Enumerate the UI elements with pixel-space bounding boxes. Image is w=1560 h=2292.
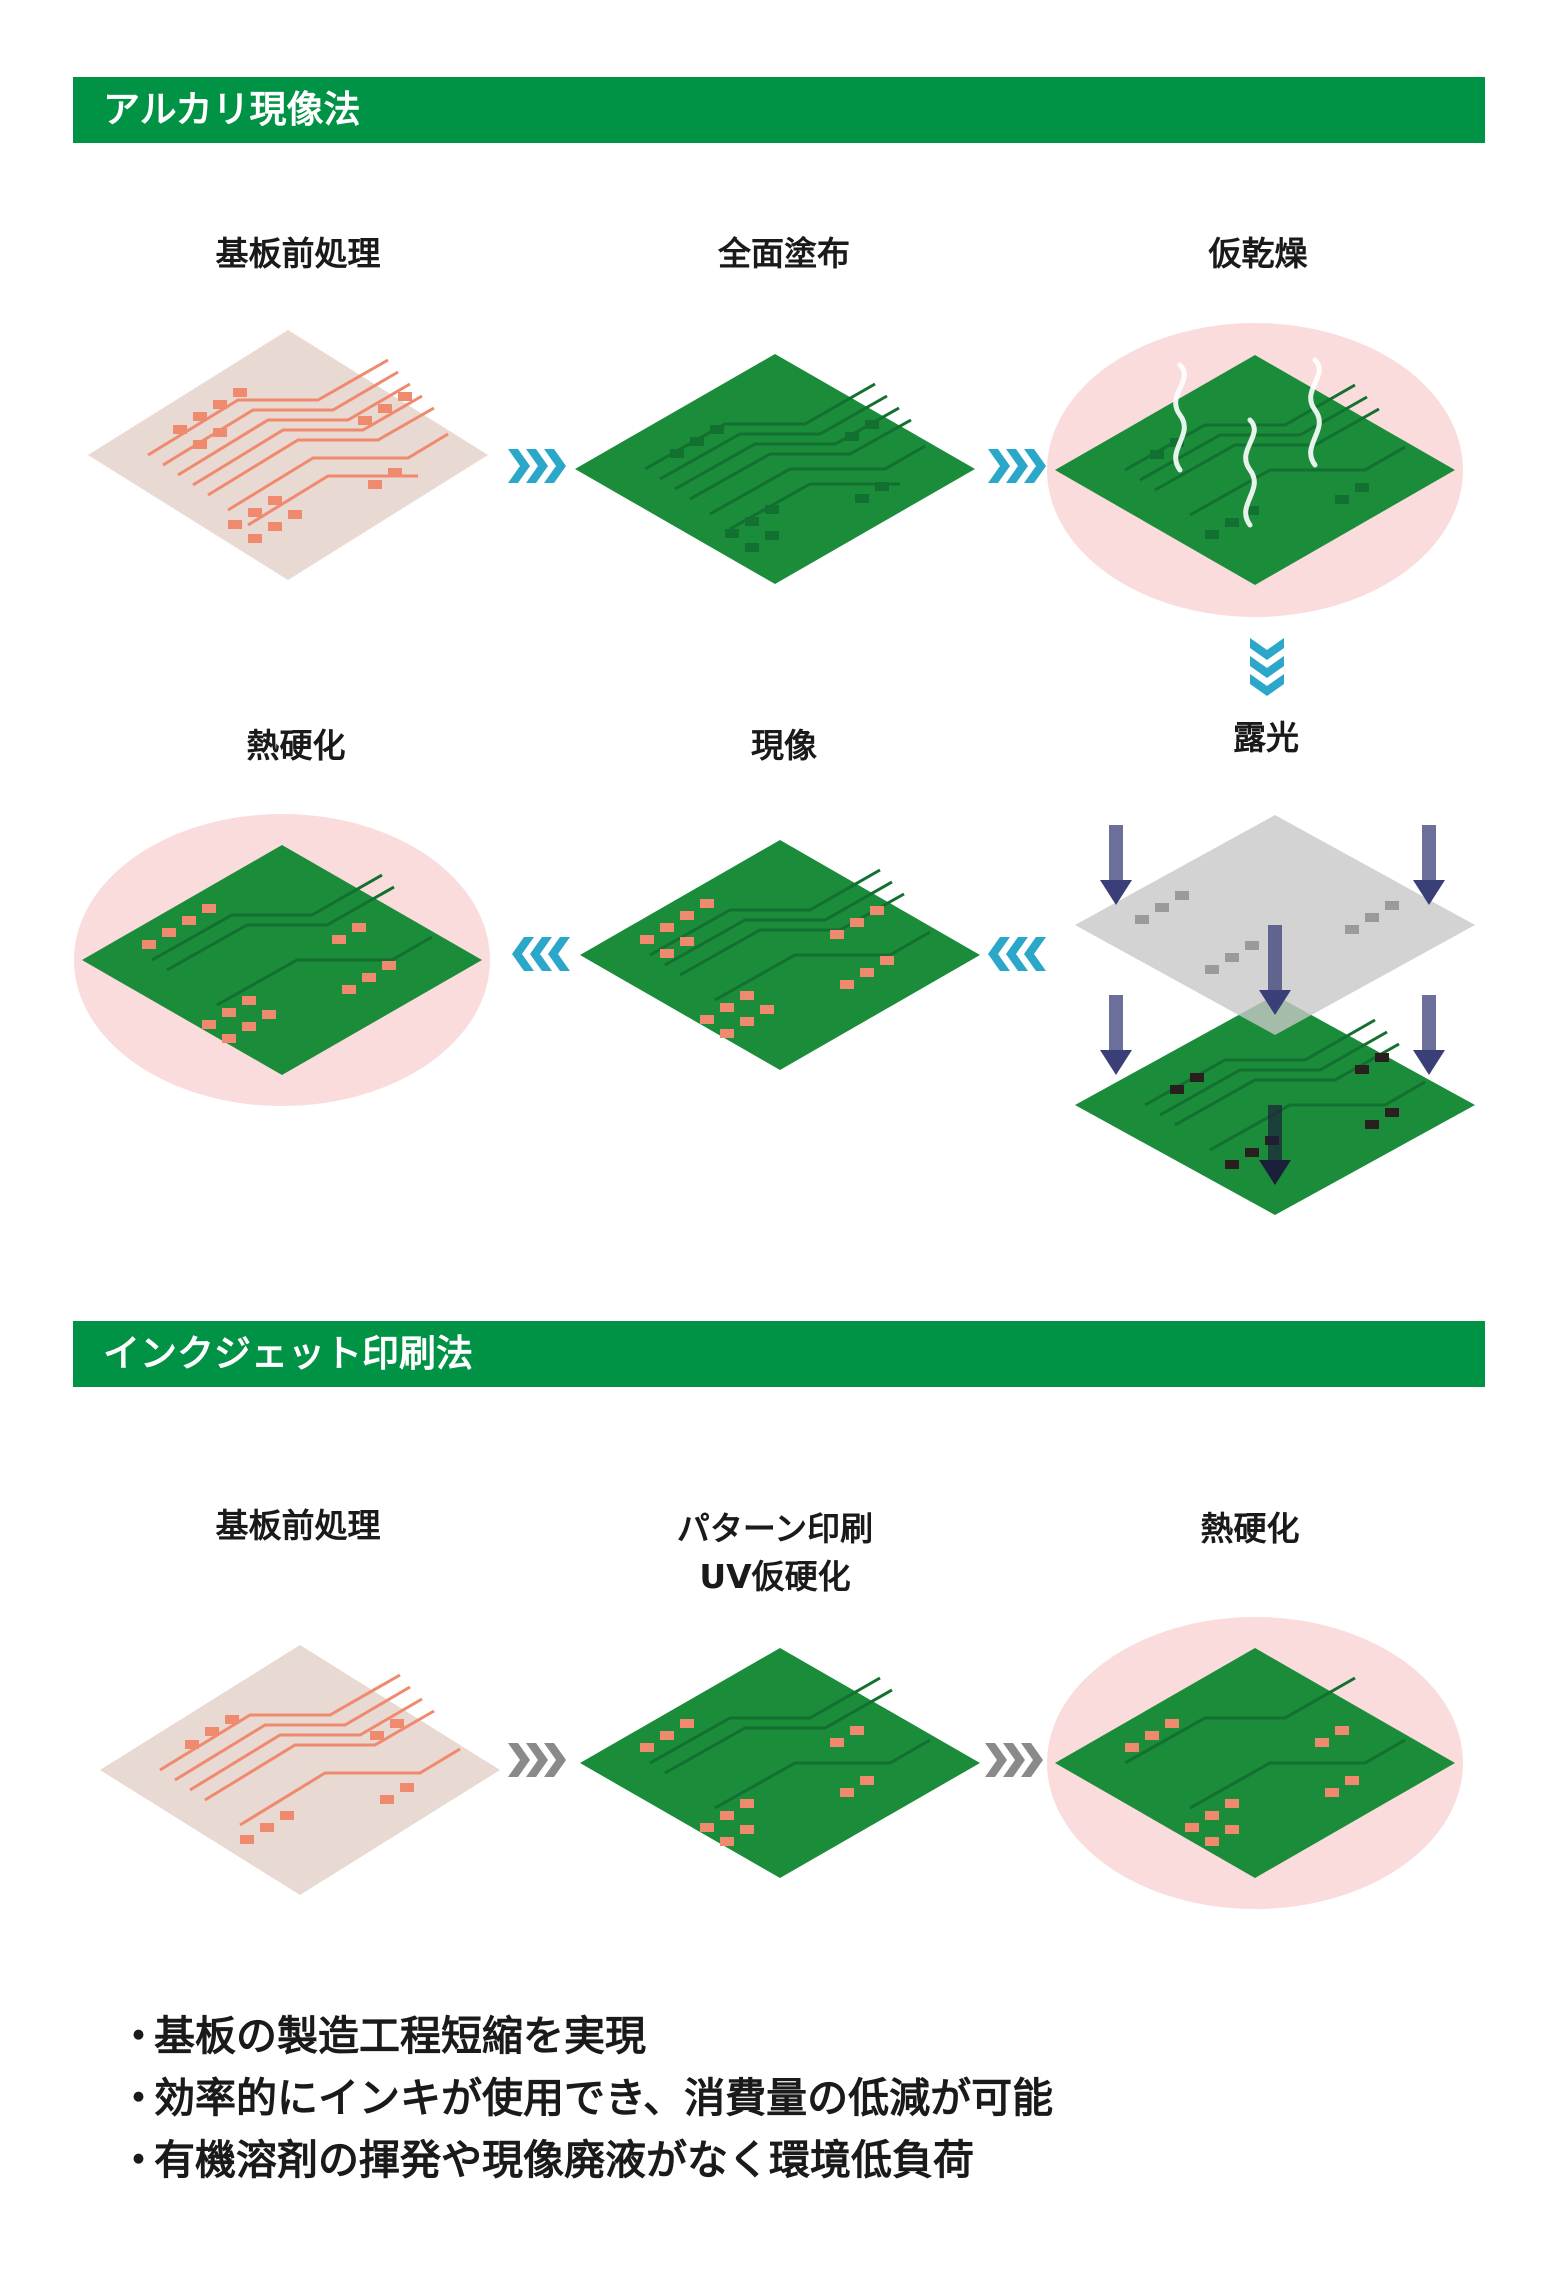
step-label-thermal-curing: 熱硬化: [1200, 1509, 1300, 1548]
chevron-right-icon: [508, 449, 568, 487]
section-header-alkali: アルカリ現像法: [73, 77, 1485, 143]
copper-pads: [173, 388, 412, 543]
bare-substrate-board: [88, 330, 488, 580]
benefit-text: 効率的にインキが使用でき、消費量の低減が可能: [154, 2074, 1054, 2122]
copper-pads: [640, 899, 894, 1038]
benefit-item: ・基板の製造工程短縮を実現: [118, 2005, 1053, 2067]
step-label-line-2: UV仮硬化: [699, 1557, 851, 1596]
step-label-pretreatment: 基板前処理: [215, 1506, 381, 1545]
steam-icon: [1173, 357, 1322, 528]
step-label-pretreatment: 基板前処理: [215, 234, 381, 273]
exposure-stage: [1065, 815, 1485, 1215]
circuit-traces: [644, 382, 926, 531]
step-label-pattern-printing: パターン印刷 UV仮硬化: [595, 1505, 955, 1601]
step-label-full-coating: 全面塗布: [718, 234, 850, 273]
section-header-inkjet: インクジェット印刷法: [73, 1321, 1485, 1387]
thermal-curing-stage: [72, 812, 492, 1108]
benefits-list: ・基板の製造工程短縮を実現 ・効率的にインキが使用でき、消費量の低減が可能 ・有…: [118, 2005, 1053, 2191]
uv-light-arrows: [1100, 825, 1445, 1185]
step-label-thermal-curing: 熱硬化: [246, 726, 346, 765]
bullet-marker: ・: [118, 2074, 159, 2122]
covered-pads: [670, 420, 889, 552]
benefit-text: 有機溶剤の揮発や現像廃液がなく環境低負荷: [154, 2136, 974, 2184]
pre-drying-stage: [1045, 320, 1465, 620]
developed-board: [580, 840, 980, 1070]
chevron-down-icon: [1250, 638, 1284, 700]
step-label-exposure: 露光: [1233, 718, 1299, 757]
printed-pattern-board: [580, 1648, 980, 1878]
bullet-marker: ・: [118, 2012, 159, 2060]
step-label-line-1: パターン印刷: [676, 1509, 874, 1548]
coated-board: [575, 354, 975, 584]
bullet-marker: ・: [118, 2136, 159, 2184]
benefit-item: ・有機溶剤の揮発や現像廃液がなく環境低負荷: [118, 2129, 1053, 2191]
bare-substrate-board: [100, 1645, 500, 1895]
chevron-right-icon: [508, 1743, 568, 1781]
chevron-right-icon: [985, 1743, 1045, 1781]
benefit-item: ・効率的にインキが使用でき、消費量の低減が可能: [118, 2067, 1053, 2129]
step-label-development: 現像: [751, 726, 817, 765]
thermal-curing-stage: [1045, 1615, 1465, 1911]
chevron-right-icon: [988, 449, 1048, 487]
step-label-pre-drying: 仮乾燥: [1208, 234, 1308, 273]
chevron-left-icon: [512, 937, 572, 975]
benefit-text: 基板の製造工程短縮を実現: [154, 2012, 646, 2060]
chevron-left-icon: [988, 937, 1048, 975]
